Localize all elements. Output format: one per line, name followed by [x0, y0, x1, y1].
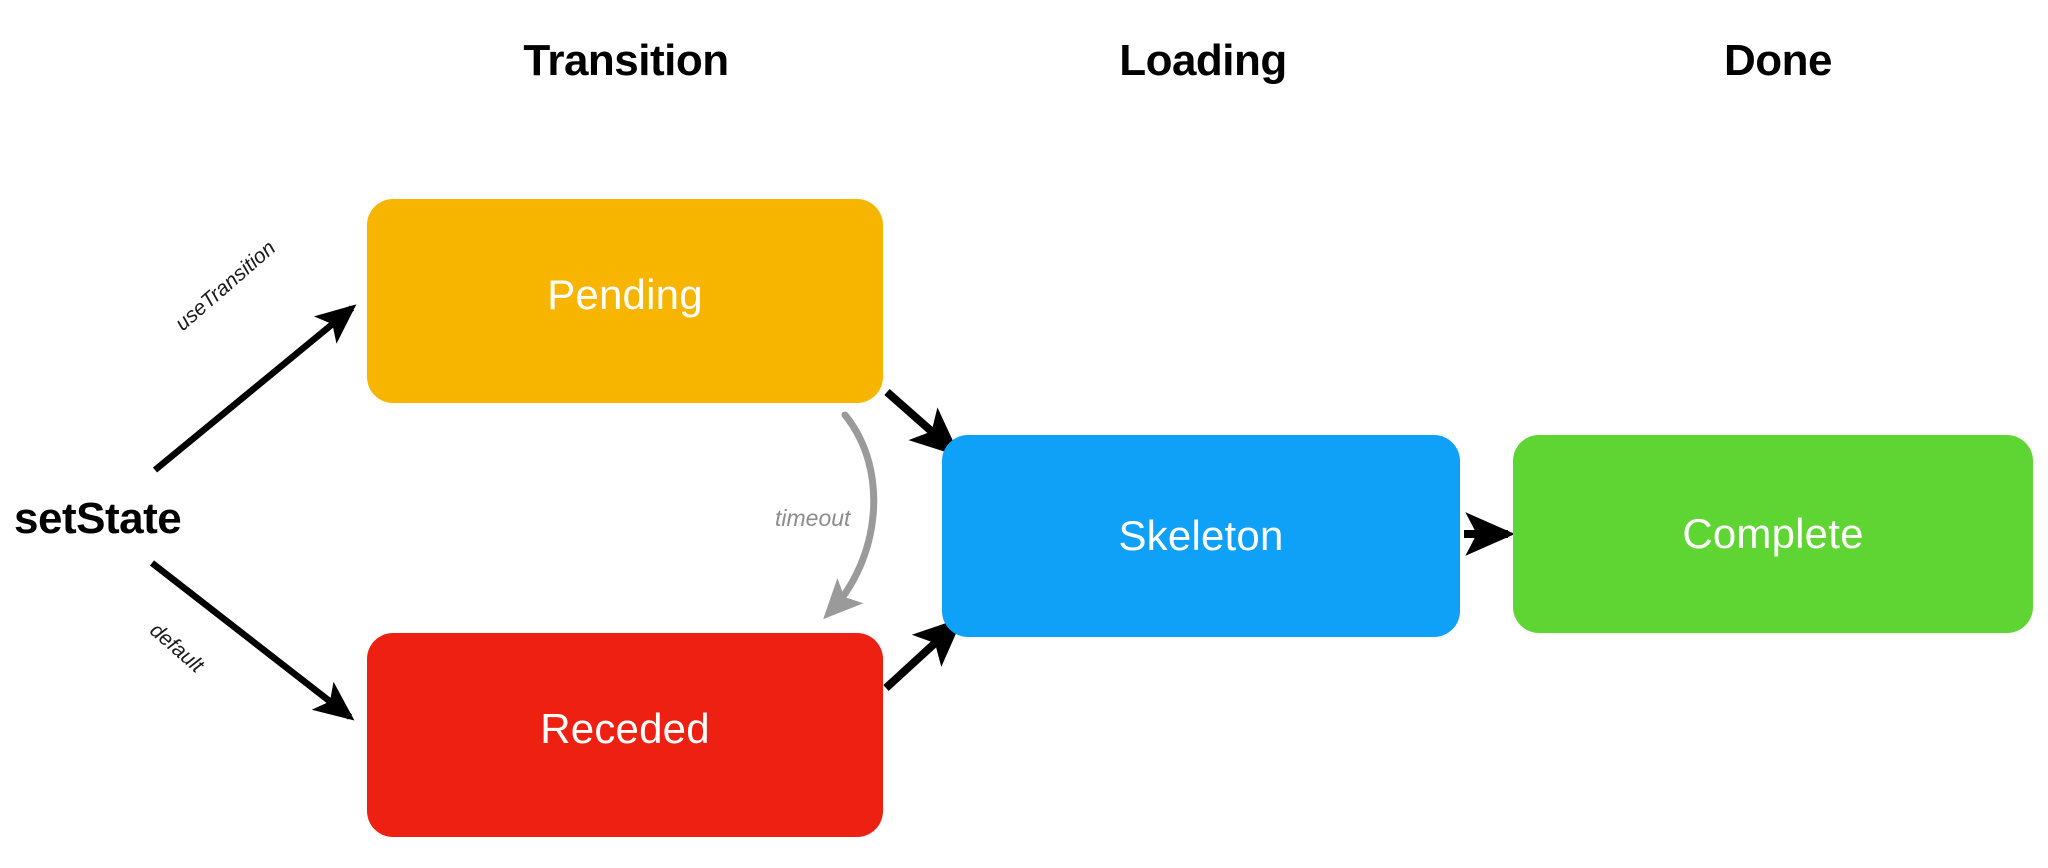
state-node-pending-label: Pending	[547, 271, 703, 318]
column-header-done: Done	[1724, 36, 1833, 85]
edge-label-default: default	[145, 618, 208, 678]
state-node-receded-label: Receded	[540, 705, 710, 752]
column-header-loading: Loading	[1119, 36, 1287, 85]
edge-label-timeout: timeout	[775, 505, 851, 531]
column-header-transition: Transition	[523, 36, 729, 85]
edge-receded-to-skeleton	[883, 617, 964, 691]
state-node-skeleton-label: Skeleton	[1118, 512, 1284, 559]
state-node-pending[interactable]: Pending	[367, 199, 883, 403]
edge-pending-to-skeleton	[884, 389, 961, 457]
state-node-receded[interactable]: Receded	[367, 633, 883, 837]
edge-label-usetransition: useTransition	[171, 236, 281, 336]
state-node-skeleton[interactable]: Skeleton	[942, 435, 1460, 637]
state-node-complete-label: Complete	[1682, 510, 1864, 557]
root-node-setstate: setState	[14, 494, 182, 543]
state-node-complete[interactable]: Complete	[1513, 435, 2033, 633]
